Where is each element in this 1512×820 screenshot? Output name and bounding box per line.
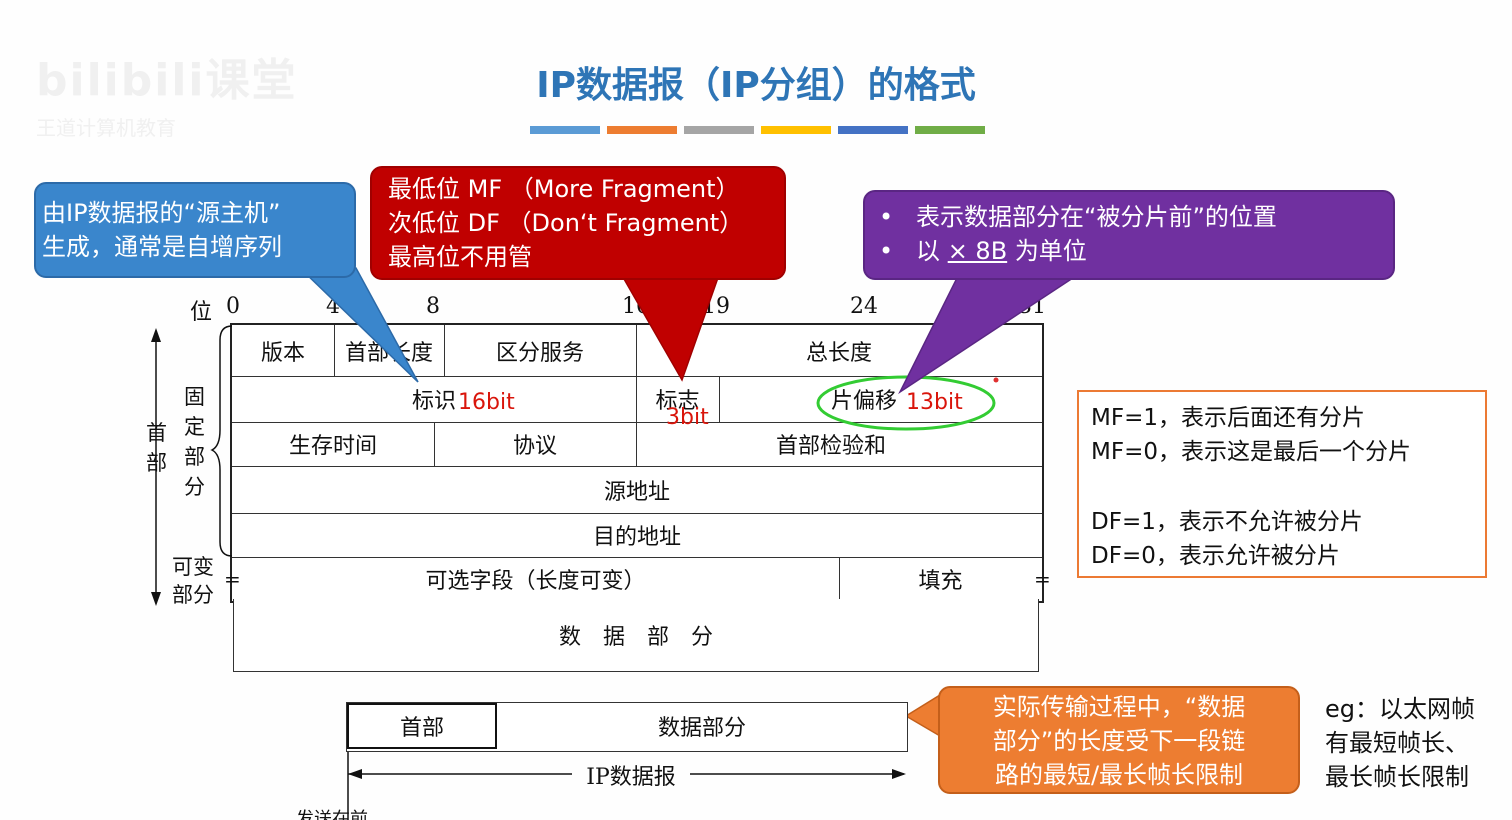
field-ttl: 生存时间	[288, 434, 377, 459]
field-version: 版本	[260, 340, 305, 366]
data-part-box: 数 据 部 分	[233, 599, 1039, 672]
callout-purple-bullet-2-prefix: 以	[916, 237, 941, 265]
side-label-fixed: 固定部分	[184, 385, 205, 499]
callout-purple-bullet-2-suffix: 为单位	[1014, 237, 1087, 265]
callout-red-line-3: 最高位不用管	[388, 243, 532, 271]
note-mf-0: MF=0，表示这是最后一个分片	[1091, 439, 1411, 465]
callout-flags: 最低位 MF （More Fragment） 次低位 DF （Don‘t Fra…	[370, 166, 786, 280]
callout-purple-bullet-2-value: × 8B	[947, 237, 1008, 265]
callout-blue-line-2: 生成，通常是自增序列	[42, 233, 282, 261]
callout-fragment-offset: • 表示数据部分在“被分片前”的位置 • 以 × 8B 为单位	[863, 190, 1395, 280]
packet-data: 数据部分	[657, 716, 746, 741]
title-bar-gray	[684, 126, 754, 134]
side-label-variable-bottom: 部分	[172, 583, 214, 607]
slide-title: IP数据报（IP分组）的格式	[536, 65, 976, 106]
field-flags: 标志	[655, 389, 700, 414]
side-brackets	[151, 325, 233, 606]
packet-length-arrow	[347, 752, 906, 820]
highlight-ellipse	[816, 375, 999, 431]
title-bar-green	[915, 126, 985, 134]
callout-orange-line-1: 实际传输过程中，“数据	[992, 693, 1246, 721]
callout-red-line-1: 最低位 MF （More Fragment）	[388, 175, 740, 203]
bit-label-0: 0	[226, 294, 240, 319]
packet-bottom-cut-label: 发送在前	[296, 809, 368, 820]
field-diff-services: 区分服务	[495, 340, 584, 366]
bit-label-8: 8	[426, 294, 440, 319]
example-line-3: 最长帧长限制	[1325, 763, 1469, 791]
annotation-id-bits: 16bit	[458, 390, 515, 415]
note-df-1: DF=1，表示不允许被分片	[1091, 509, 1363, 535]
callout-orange-line-2: 部分”的长度受下一段链	[992, 727, 1246, 755]
note-mf-1: MF=1，表示后面还有分片	[1091, 405, 1365, 431]
packet-box: 首部 数据部分	[346, 702, 908, 752]
title-bar-blue	[530, 126, 600, 134]
callout-blue-line-1: 由IP数据报的“源主机”	[42, 199, 281, 227]
field-destination-address: 目的地址	[592, 525, 681, 550]
annotation-offset-bits: 13bit	[906, 390, 963, 415]
field-fragment-offset: 片偏移	[830, 389, 897, 414]
annotation-flag-bits: 3bit	[666, 405, 709, 430]
title-bar-orange	[607, 126, 677, 134]
ip-header-table: 版本 首部长度 区分服务 总长度 标识 标志 片偏移 生存时间 协议 首部检验和…	[230, 323, 1044, 603]
example-line-1: eg：以太网帧	[1325, 695, 1475, 723]
callout-purple-bullet-1: • 表示数据部分在“被分片前”的位置	[879, 203, 1277, 231]
fill-mark-right: =	[1034, 567, 1051, 591]
watermark-brand: bilibili课堂	[36, 55, 298, 106]
data-part-label: 数 据 部 分	[558, 625, 713, 650]
callout-orange-line-3: 路的最短/最长帧长限制	[994, 761, 1244, 789]
side-label-variable-top: 可变	[172, 555, 214, 579]
field-total-length: 总长度	[805, 340, 872, 366]
fill-mark-left: =	[224, 567, 241, 591]
callout-red-line-2: 次低位 DF （Don‘t Fragment）	[388, 209, 744, 237]
note-df-0: DF=0，表示允许被分片	[1091, 543, 1340, 569]
callout-purple-bullet-2: • 以 × 8B 为单位	[879, 237, 1087, 265]
packet-header: 首部	[347, 703, 497, 749]
flag-notes-box: MF=1，表示后面还有分片 MF=0，表示这是最后一个分片 DF=1，表示不允许…	[1077, 390, 1487, 578]
ethernet-example: eg：以太网帧 有最短帧长、 最长帧长限制	[1325, 692, 1475, 794]
field-header-checksum: 首部检验和	[775, 434, 886, 459]
side-label-header: 首部	[146, 421, 167, 475]
callout-purple-bullet-1-text: 表示数据部分在“被分片前”的位置	[916, 203, 1277, 231]
field-identification: 标识	[411, 389, 456, 414]
watermark-subtitle: 王道计算机教育	[36, 116, 176, 140]
field-options: 可选字段（长度可变）	[425, 569, 646, 594]
title-bar-yellow	[761, 126, 831, 134]
bit-axis-prefix: 位	[190, 300, 213, 325]
example-line-2: 有最短帧长、	[1325, 729, 1469, 757]
title-bar-darkblue	[838, 126, 908, 134]
callout-mtu: 实际传输过程中，“数据 部分”的长度受下一段链 路的最短/最长帧长限制	[938, 686, 1300, 794]
field-source-address: 源地址	[603, 479, 670, 505]
field-padding: 填充	[918, 569, 963, 594]
packet-total-label: IP数据报	[586, 765, 676, 790]
bit-label-24: 24	[850, 294, 878, 319]
field-protocol: 协议	[512, 434, 557, 459]
callout-identification: 由IP数据报的“源主机” 生成，通常是自增序列	[34, 182, 356, 278]
